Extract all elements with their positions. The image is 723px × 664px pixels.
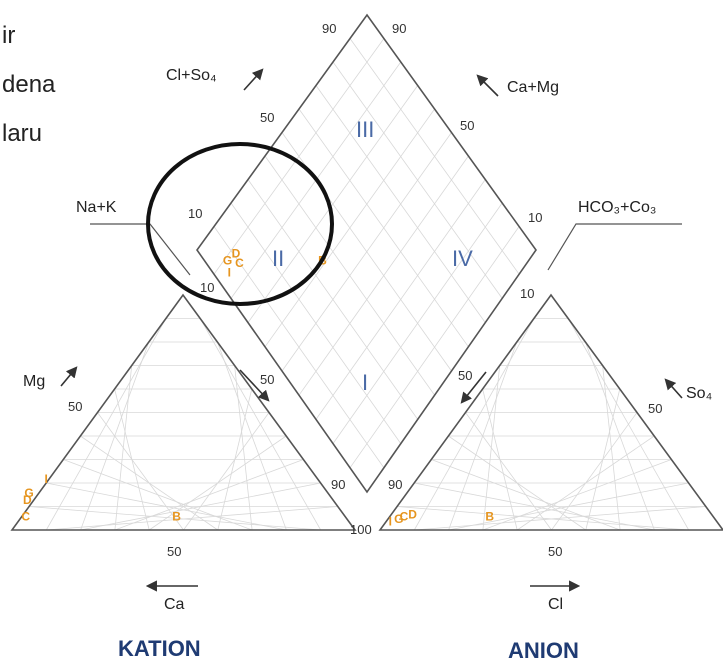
cation-grid xyxy=(29,318,338,531)
param-ca: Ca xyxy=(164,596,185,613)
param-so4: So₄ xyxy=(686,385,712,402)
param-cl-so4: Cl+So₄ xyxy=(166,67,217,84)
region-label-ii: II xyxy=(272,246,284,271)
grid-line xyxy=(29,506,321,531)
leader-na-k xyxy=(90,223,191,276)
tick-cation-left-50: 50 xyxy=(68,399,82,414)
grid-line xyxy=(80,435,219,531)
tick-diamond-top-right: 90 xyxy=(392,21,406,36)
arrow-ca-mg-icon xyxy=(476,74,499,97)
grid-line xyxy=(567,318,690,531)
grid-line xyxy=(183,412,270,531)
param-na-k: Na+K xyxy=(76,199,117,216)
grid-line xyxy=(298,108,469,348)
tick-anion-right-50: 50 xyxy=(648,401,662,416)
grid-line xyxy=(551,412,638,531)
grid-line xyxy=(315,85,486,323)
anion-point-c: C xyxy=(400,510,409,524)
tick-diamond-right-10-lower: 10 xyxy=(520,286,534,301)
tick-diamond-bottom-left-90: 90 xyxy=(331,477,345,492)
tick-diamond-right-10: 10 xyxy=(528,210,542,225)
anion-point-b: B xyxy=(485,510,494,524)
grid-line xyxy=(585,388,621,531)
tick-diamond-bottom-right-90: 90 xyxy=(388,477,402,492)
tick-diamond-top-left: 90 xyxy=(322,21,336,36)
region-label-iv: IV xyxy=(452,246,473,271)
grid-line xyxy=(332,61,503,299)
arrow-inner-left-icon xyxy=(239,369,270,402)
diamond xyxy=(196,13,537,494)
grid-line xyxy=(414,482,655,531)
leader-hco3-co3 xyxy=(547,223,682,271)
diamond-point-c: C xyxy=(235,256,244,270)
diamond-point-d: D xyxy=(232,246,241,260)
region-label-iii: III xyxy=(356,117,374,142)
cation-point-d: D xyxy=(23,493,32,507)
grid-line xyxy=(199,318,322,531)
tick-diamond-lower-right-50: 50 xyxy=(458,368,472,383)
cation-triangle xyxy=(10,293,357,531)
cation-point-i: I xyxy=(45,472,48,486)
grid-line xyxy=(298,155,469,396)
cation-point-b: B xyxy=(172,510,181,524)
grid-line xyxy=(431,459,621,531)
arrow-mg-icon xyxy=(60,366,78,387)
grid-line xyxy=(63,459,253,531)
anion-point-d: D xyxy=(408,507,417,521)
side-text-1: ir xyxy=(2,22,15,49)
grid-line xyxy=(602,365,621,531)
anion-point-i: I xyxy=(389,514,392,528)
diamond-grid xyxy=(213,38,520,469)
tick-diamond-upper-right-50: 50 xyxy=(460,118,474,133)
param-cl: Cl xyxy=(548,596,563,613)
grid-line xyxy=(465,412,552,531)
title-kation: KATION xyxy=(118,636,201,661)
tick-diamond-lower-left-50: 50 xyxy=(260,372,274,387)
tick-diamond-left-10: 10 xyxy=(188,206,202,221)
grid-line xyxy=(349,38,520,275)
anion-triangle xyxy=(378,293,723,531)
param-mg: Mg xyxy=(23,373,45,390)
grid-line xyxy=(585,341,655,531)
grid-line xyxy=(448,435,587,531)
highlight-circle xyxy=(146,142,334,306)
grid-line xyxy=(217,341,287,531)
grid-line xyxy=(97,412,184,531)
grid-line xyxy=(397,506,689,531)
anion-grid xyxy=(397,318,706,531)
tick-center-100: 100 xyxy=(350,522,372,537)
grid-line xyxy=(332,202,503,444)
grid-line xyxy=(234,365,253,531)
grid-line xyxy=(349,226,520,469)
diamond-point-i: I xyxy=(228,266,231,280)
grid-line xyxy=(46,482,287,531)
side-text-3: laru xyxy=(2,120,42,147)
grid-line xyxy=(315,179,486,420)
diamond-point-g: G xyxy=(223,254,232,268)
param-hco3-co3: HCO₃+Co₃ xyxy=(578,199,656,216)
arrow-cl-so4-icon xyxy=(243,68,264,91)
grid-line xyxy=(281,132,452,372)
region-label-i: I xyxy=(362,370,368,395)
anion-point-g: G xyxy=(394,512,403,526)
tick-diamond-upper-left-50: 50 xyxy=(260,110,274,125)
param-ca-mg: Ca+Mg xyxy=(507,79,559,96)
arrow-inner-right-icon xyxy=(460,371,487,404)
tick-anion-bottom-50: 50 xyxy=(548,544,562,559)
cation-point-g: G xyxy=(24,486,33,500)
side-text-2: dena xyxy=(2,71,56,98)
tick-cation-bottom-50: 50 xyxy=(167,544,181,559)
tick-diamond-left-10-lower: 10 xyxy=(200,280,214,295)
grid-line xyxy=(217,388,253,531)
cation-point-c: C xyxy=(21,510,30,524)
arrow-so4-icon xyxy=(664,378,683,399)
title-anion: ANION xyxy=(508,638,579,663)
